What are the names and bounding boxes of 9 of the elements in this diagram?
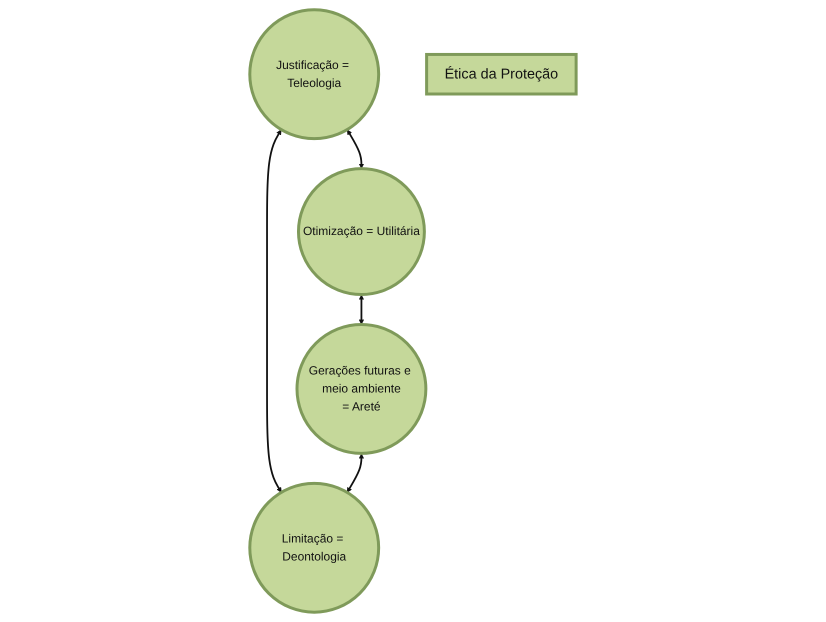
node-circle: Limitação = Deontologia xyxy=(248,482,380,614)
arrow xyxy=(346,453,364,493)
arrow xyxy=(266,130,282,493)
node-circle: Gerações futuras e meio ambiente = Areté xyxy=(296,323,428,455)
arrow xyxy=(358,294,364,325)
node-box: Ética da Proteção xyxy=(425,52,578,96)
arrow xyxy=(347,130,364,169)
node-circle: Otimização = Utilitária xyxy=(297,167,426,296)
node-circle: Justificação = Teleologia xyxy=(248,8,380,140)
